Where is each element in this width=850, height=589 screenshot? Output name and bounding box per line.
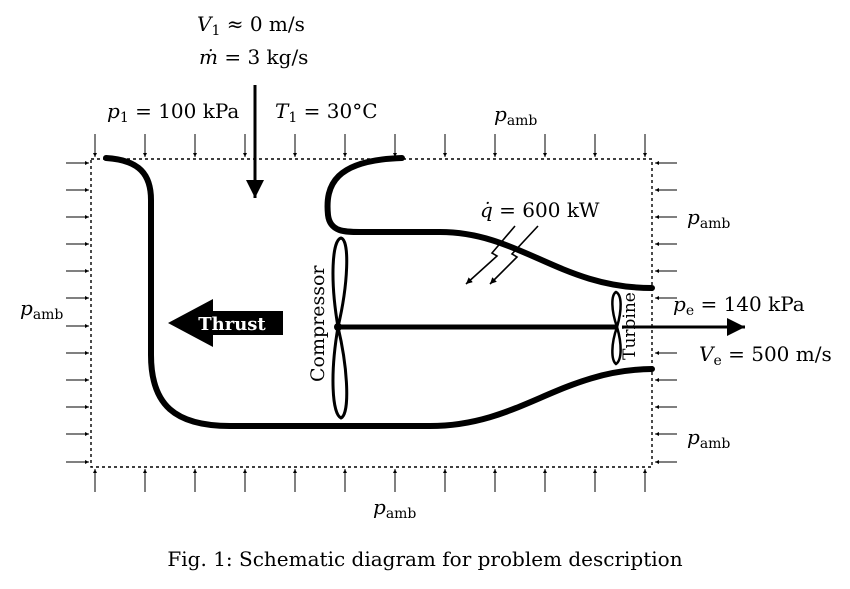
top-ambient-arrows: [93, 134, 647, 157]
compressor-blade: [331, 236, 349, 420]
exit-pressure-label: pe = 140 kPa: [673, 292, 805, 319]
bottom-ambient-arrows: [93, 469, 647, 492]
right-ambient-arrows: [655, 161, 677, 464]
ambient-pressure-left-label: pamb: [20, 296, 64, 323]
inlet-temperature-label: T1 = 30°C: [275, 99, 378, 126]
ambient-pressure-right-upper-label: pamb: [687, 205, 731, 232]
control-volume-boundary: [90, 158, 653, 468]
ambient-pressure-top-label: pamb: [494, 102, 538, 129]
ambient-pressure-bottom-label: pamb: [373, 495, 417, 522]
mass-flow-label: ṁ = 3 kg/s: [199, 45, 309, 69]
heat-rate-label: q̇ = 600 kW: [480, 198, 600, 222]
heat-transfer-arrows: [465, 225, 539, 285]
turbine-label: Turbine: [620, 292, 640, 360]
left-ambient-arrows: [66, 161, 89, 464]
inlet-pressure-label: p1 = 100 kPa: [107, 99, 240, 126]
turbine-blade: [611, 290, 622, 366]
thrust-arrow: Thrust: [168, 299, 283, 347]
outer-casing-wall: [103, 155, 655, 429]
ambient-pressure-right-lower-label: pamb: [687, 425, 731, 452]
figure-caption: Fig. 1: Schematic diagram for problem de…: [167, 547, 683, 571]
inner-duct-wall: [324, 155, 655, 291]
inlet-velocity-label: V1 ≈ 0 m/s: [197, 12, 305, 39]
compressor-label: Compressor: [307, 265, 329, 382]
exit-velocity-label: Ve = 500 m/s: [699, 342, 832, 369]
thrust-label: Thrust: [198, 314, 266, 335]
